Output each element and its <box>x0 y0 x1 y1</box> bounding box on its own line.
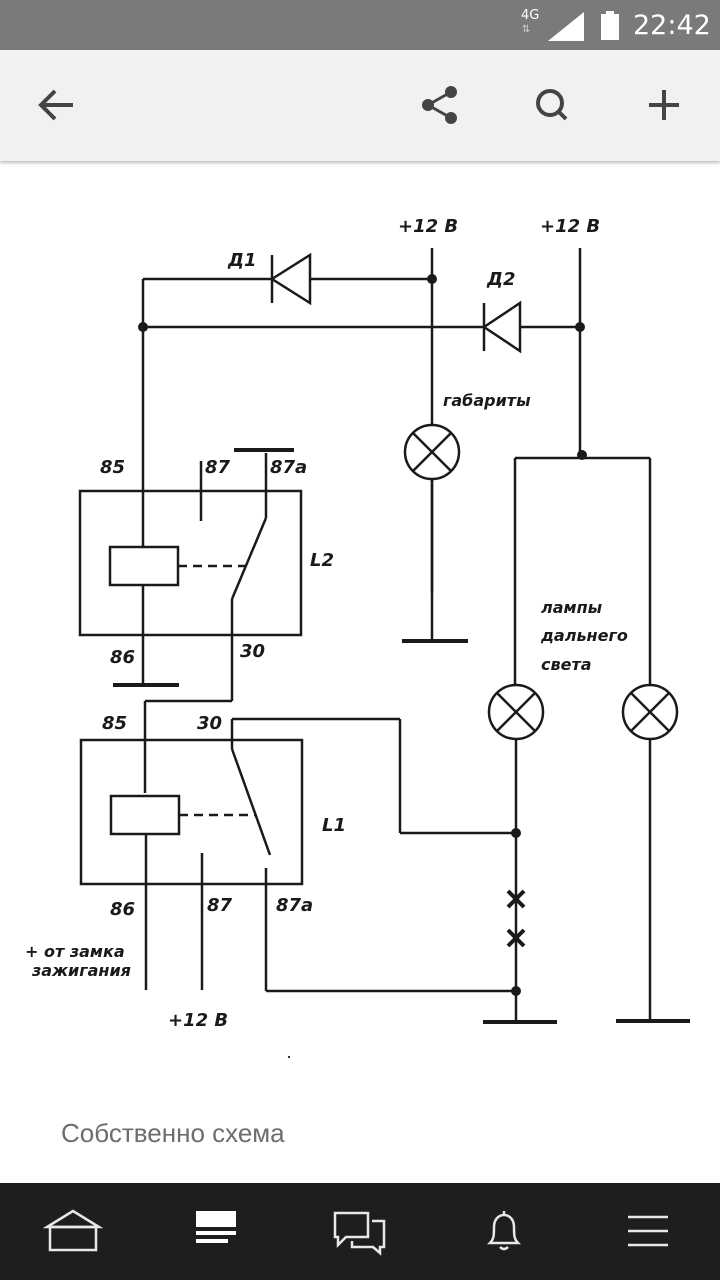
ignition-label-line1: + от замка <box>25 942 125 961</box>
supply-top-right-label: +12 В <box>540 216 600 237</box>
post-content: +12 В +12 В Д1 Д2 габариты лампы дальнег… <box>0 163 720 1183</box>
relay-l2-pin-87: 87 <box>205 457 231 478</box>
back-button[interactable] <box>29 78 83 132</box>
relay-l2-pin-86: 86 <box>110 647 135 668</box>
relay-l1-pin-87: 87 <box>207 895 233 916</box>
nav-home[interactable] <box>43 1207 103 1257</box>
network-type: 4G <box>521 8 540 23</box>
circuit-diagram[interactable]: +12 В +12 В Д1 Д2 габариты лампы дальнег… <box>0 163 720 1093</box>
relay-l1-pin-86: 86 <box>110 899 135 920</box>
relay-l1-name: L1 <box>322 815 346 836</box>
diode-2-label: Д2 <box>486 269 516 290</box>
status-bar: 4G ⇅ 22:42 <box>0 0 720 50</box>
feed-icon <box>196 1211 236 1243</box>
marker-lamps-label: габариты <box>443 391 531 410</box>
home-icon <box>43 1209 103 1252</box>
menu-icon <box>628 1215 668 1247</box>
share-icon <box>422 86 457 124</box>
nav-messages[interactable] <box>330 1207 390 1257</box>
search-button[interactable] <box>525 78 579 132</box>
nav-notifications[interactable] <box>474 1207 534 1257</box>
plus-icon <box>649 90 679 120</box>
clock: 22:42 <box>633 10 711 41</box>
relay-l2-pin-30: 30 <box>240 641 265 662</box>
nav-menu[interactable] <box>618 1207 678 1257</box>
app-toolbar <box>0 50 720 161</box>
relay-l2-pin-85: 85 <box>100 457 125 478</box>
relay-l1-pin-87a: 87а <box>276 895 313 916</box>
relay-l2-pin-87a: 87а <box>270 457 307 478</box>
ignition-label-line2: зажигания <box>31 961 131 980</box>
high-beam-label-line2: дальнего <box>540 626 628 645</box>
bottom-navigation <box>0 1183 720 1280</box>
signal-icon <box>548 12 584 41</box>
high-beam-label-line3: света <box>541 655 592 674</box>
search-icon <box>536 89 568 121</box>
supply-bottom-label: +12 В <box>168 1010 228 1031</box>
relay-l2-name: L2 <box>310 550 334 571</box>
nav-feed[interactable] <box>188 1207 248 1257</box>
relay-l1-pin-85: 85 <box>102 713 127 734</box>
back-arrow-icon <box>38 89 73 121</box>
post-caption: Собственно схема <box>61 1118 285 1148</box>
add-button[interactable] <box>637 78 691 132</box>
share-button[interactable] <box>413 78 467 132</box>
high-beam-label-line1: лампы <box>541 598 603 617</box>
data-activity-icon: ⇅ <box>522 24 531 35</box>
battery-icon <box>601 11 619 40</box>
relay-l1-pin-30: 30 <box>197 713 222 734</box>
messages-icon <box>333 1211 386 1256</box>
diode-1-label: Д1 <box>227 250 257 271</box>
notifications-icon <box>486 1211 522 1251</box>
supply-top-left-label: +12 В <box>398 216 458 237</box>
